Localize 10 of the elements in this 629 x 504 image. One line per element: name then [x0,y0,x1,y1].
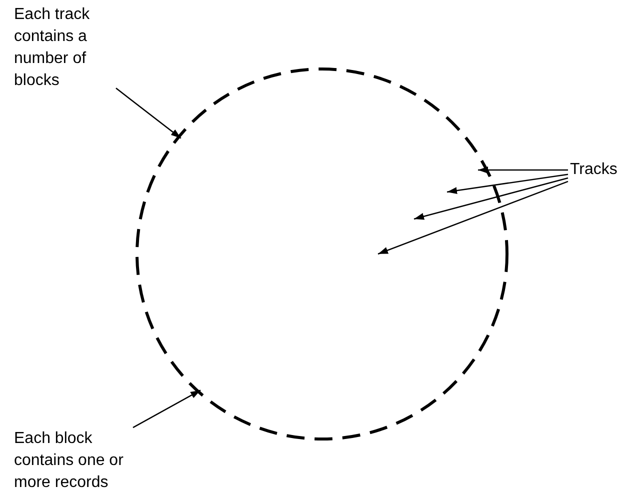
leader-arrow [116,88,182,139]
leader-arrow [414,177,568,220]
leader-arrow [132,390,201,428]
annotation-text: Each block contains one or more records [14,428,131,494]
annotation-text: Each track contains a number of blocks [14,4,114,92]
leader-arrow [378,180,568,255]
leader-arrow [478,166,568,174]
track-circle [136,68,508,440]
leader-arrow [446,174,568,194]
annotation-text: Tracks [570,159,626,181]
